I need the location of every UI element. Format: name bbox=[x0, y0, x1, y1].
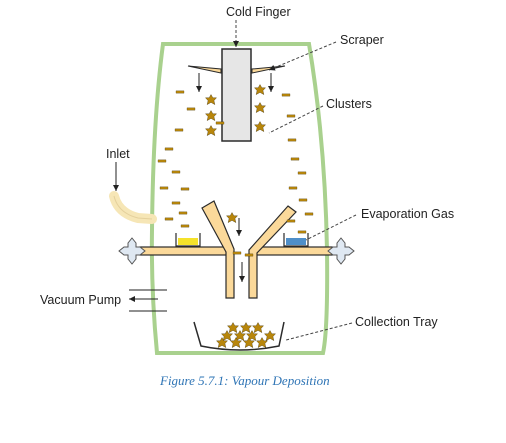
cluster-particle-icon bbox=[286, 219, 296, 223]
cluster-star-icon bbox=[221, 330, 233, 342]
funnel-right bbox=[248, 205, 297, 299]
crucible-right-fill bbox=[286, 238, 306, 245]
cluster-star-icon bbox=[230, 337, 242, 349]
cluster-particle-icon bbox=[281, 93, 291, 97]
cluster-star-icon bbox=[254, 102, 266, 114]
crucible-icon bbox=[175, 233, 201, 247]
crucible-icon bbox=[283, 233, 309, 247]
cluster-star-icon bbox=[226, 212, 238, 224]
cluster-particle-icon bbox=[175, 90, 185, 94]
cluster-particle-icon bbox=[159, 186, 169, 190]
funnel-left bbox=[201, 200, 235, 299]
cluster-particle-icon bbox=[171, 201, 181, 205]
cluster-star-icon bbox=[252, 322, 264, 334]
cluster-particle-icon bbox=[288, 186, 298, 190]
cluster-particle-icon bbox=[304, 212, 314, 216]
label-scraper: Scraper bbox=[340, 33, 384, 47]
cluster-particle-icon bbox=[244, 253, 254, 257]
label-vacuum-pump: Vacuum Pump bbox=[40, 293, 121, 307]
cluster-particle-icon bbox=[157, 159, 167, 163]
support-bar-right bbox=[255, 246, 333, 256]
cluster-particle-icon bbox=[180, 224, 190, 228]
crucible-left-fill bbox=[178, 238, 198, 245]
cluster-particle-icon bbox=[215, 121, 225, 125]
cluster-particle-icon bbox=[297, 171, 307, 175]
label-collection-tray: Collection Tray bbox=[355, 315, 438, 329]
leader-lines bbox=[233, 20, 357, 341]
cluster-particle-icon bbox=[174, 128, 184, 132]
cluster-star-icon bbox=[240, 322, 252, 334]
cluster-particle-icon bbox=[286, 114, 296, 118]
cluster-star-icon bbox=[264, 330, 276, 342]
cluster-star-icon bbox=[227, 322, 239, 334]
cluster-particle-icon bbox=[164, 147, 174, 151]
cluster-particle-icon bbox=[290, 157, 300, 161]
cluster-star-icon bbox=[205, 94, 217, 106]
support-bar-left bbox=[139, 246, 233, 256]
valve-icon bbox=[118, 237, 146, 265]
scraper-blade-icon bbox=[187, 65, 222, 74]
label-evaporation-gas: Evaporation Gas bbox=[361, 207, 454, 221]
cluster-star-icon bbox=[254, 121, 266, 133]
cluster-star-icon bbox=[205, 110, 217, 122]
cluster-particle-icon bbox=[180, 187, 190, 191]
cold-finger bbox=[221, 48, 252, 142]
cluster-particle-icon bbox=[164, 217, 174, 221]
label-cold-finger: Cold Finger bbox=[226, 5, 291, 19]
figure-caption: Figure 5.7.1: Vapour Deposition bbox=[159, 373, 330, 388]
scraper-blade-icon bbox=[251, 65, 286, 74]
cluster-particle-icon bbox=[232, 251, 242, 255]
cluster-star-icon bbox=[256, 337, 268, 349]
cluster-star-icon bbox=[205, 125, 217, 137]
cluster-particle-icon bbox=[298, 198, 308, 202]
cluster-particle-icon bbox=[287, 138, 297, 142]
chamber-outline bbox=[149, 42, 330, 355]
cluster-particle-icon bbox=[297, 230, 307, 234]
valve-icon bbox=[327, 237, 355, 265]
label-inlet: Inlet bbox=[106, 147, 130, 161]
collection-tray bbox=[193, 321, 285, 351]
cluster-particle-icon bbox=[186, 107, 196, 111]
cluster-particle-icon bbox=[171, 170, 181, 174]
cluster-star-icon bbox=[254, 84, 266, 96]
cluster-particle-icon bbox=[178, 211, 188, 215]
label-clusters: Clusters bbox=[326, 97, 372, 111]
